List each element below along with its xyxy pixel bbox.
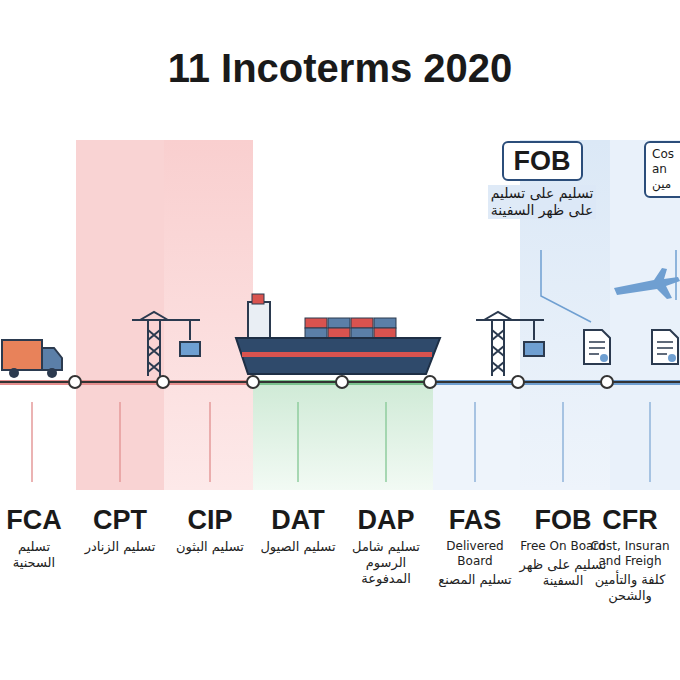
band <box>433 382 520 490</box>
term-name: Delivered Board <box>431 539 519 569</box>
band <box>253 382 433 490</box>
callout-heading: FOB <box>502 141 583 181</box>
term-column: CFRCost, Insuran and Freighكلفة والتأمين… <box>584 504 676 604</box>
term-name: تسليم على ظهر السفينة <box>519 557 607 589</box>
plane-icon <box>614 268 680 299</box>
term-code: FAS <box>431 504 519 536</box>
title: 11 Incoterms 2020 <box>0 44 680 92</box>
timeline-dots <box>69 376 613 388</box>
term-column: FCAتسليم السحنية <box>1 504 67 571</box>
term-name: تسليم الزنادر <box>77 539 163 555</box>
truck-icon <box>2 340 62 378</box>
callout-box: Cosanمين <box>644 141 680 198</box>
term-code: CIP <box>167 504 253 536</box>
leader-line <box>541 250 591 322</box>
term-code: CPT <box>77 504 163 536</box>
term-column: DAT تسليم الصيول <box>255 504 341 555</box>
term-code: FCA <box>1 504 67 536</box>
term-column: CIP تسليم البثون <box>167 504 253 555</box>
term-code: DAP <box>342 504 430 536</box>
term-column: FASDelivered Board تسليم المصنع <box>431 504 519 588</box>
term-name: تسليم السحنية <box>1 539 67 571</box>
document-icon <box>584 330 678 364</box>
term-name: Cost, Insuran and Freigh <box>584 539 676 569</box>
term-name: تسليم شامل الرسوم المدفوعة <box>342 539 430 587</box>
band <box>164 140 253 490</box>
leader-line <box>675 250 677 300</box>
column-ticks <box>32 402 650 482</box>
band <box>76 140 164 490</box>
term-name: تسليم البثون <box>167 539 253 555</box>
callout-text: an <box>652 162 680 177</box>
term-column: CPT تسليم الزنادر <box>77 504 163 555</box>
term-code: FOB <box>519 504 607 536</box>
callout-text: Cos <box>652 147 680 162</box>
term-name: تسليم المصنع <box>431 572 519 588</box>
callout-box: FOB تسليم على تسليم على ظهر السفينة <box>488 141 596 219</box>
term-code: CFR <box>584 504 676 536</box>
callout-text: مين <box>652 177 680 192</box>
term-column: DAPتسليم شامل الرسوم المدفوعة <box>342 504 430 587</box>
crane-icon <box>476 312 544 376</box>
crane-icon <box>132 312 200 376</box>
term-name: كلفة والتأمين والشحن <box>584 572 676 604</box>
term-name: تسليم الصيول <box>255 539 341 555</box>
term-code: DAT <box>255 504 341 536</box>
callout-text: تسليم على تسليم على ظهر السفينة <box>488 185 596 219</box>
ship-icon <box>236 294 440 374</box>
